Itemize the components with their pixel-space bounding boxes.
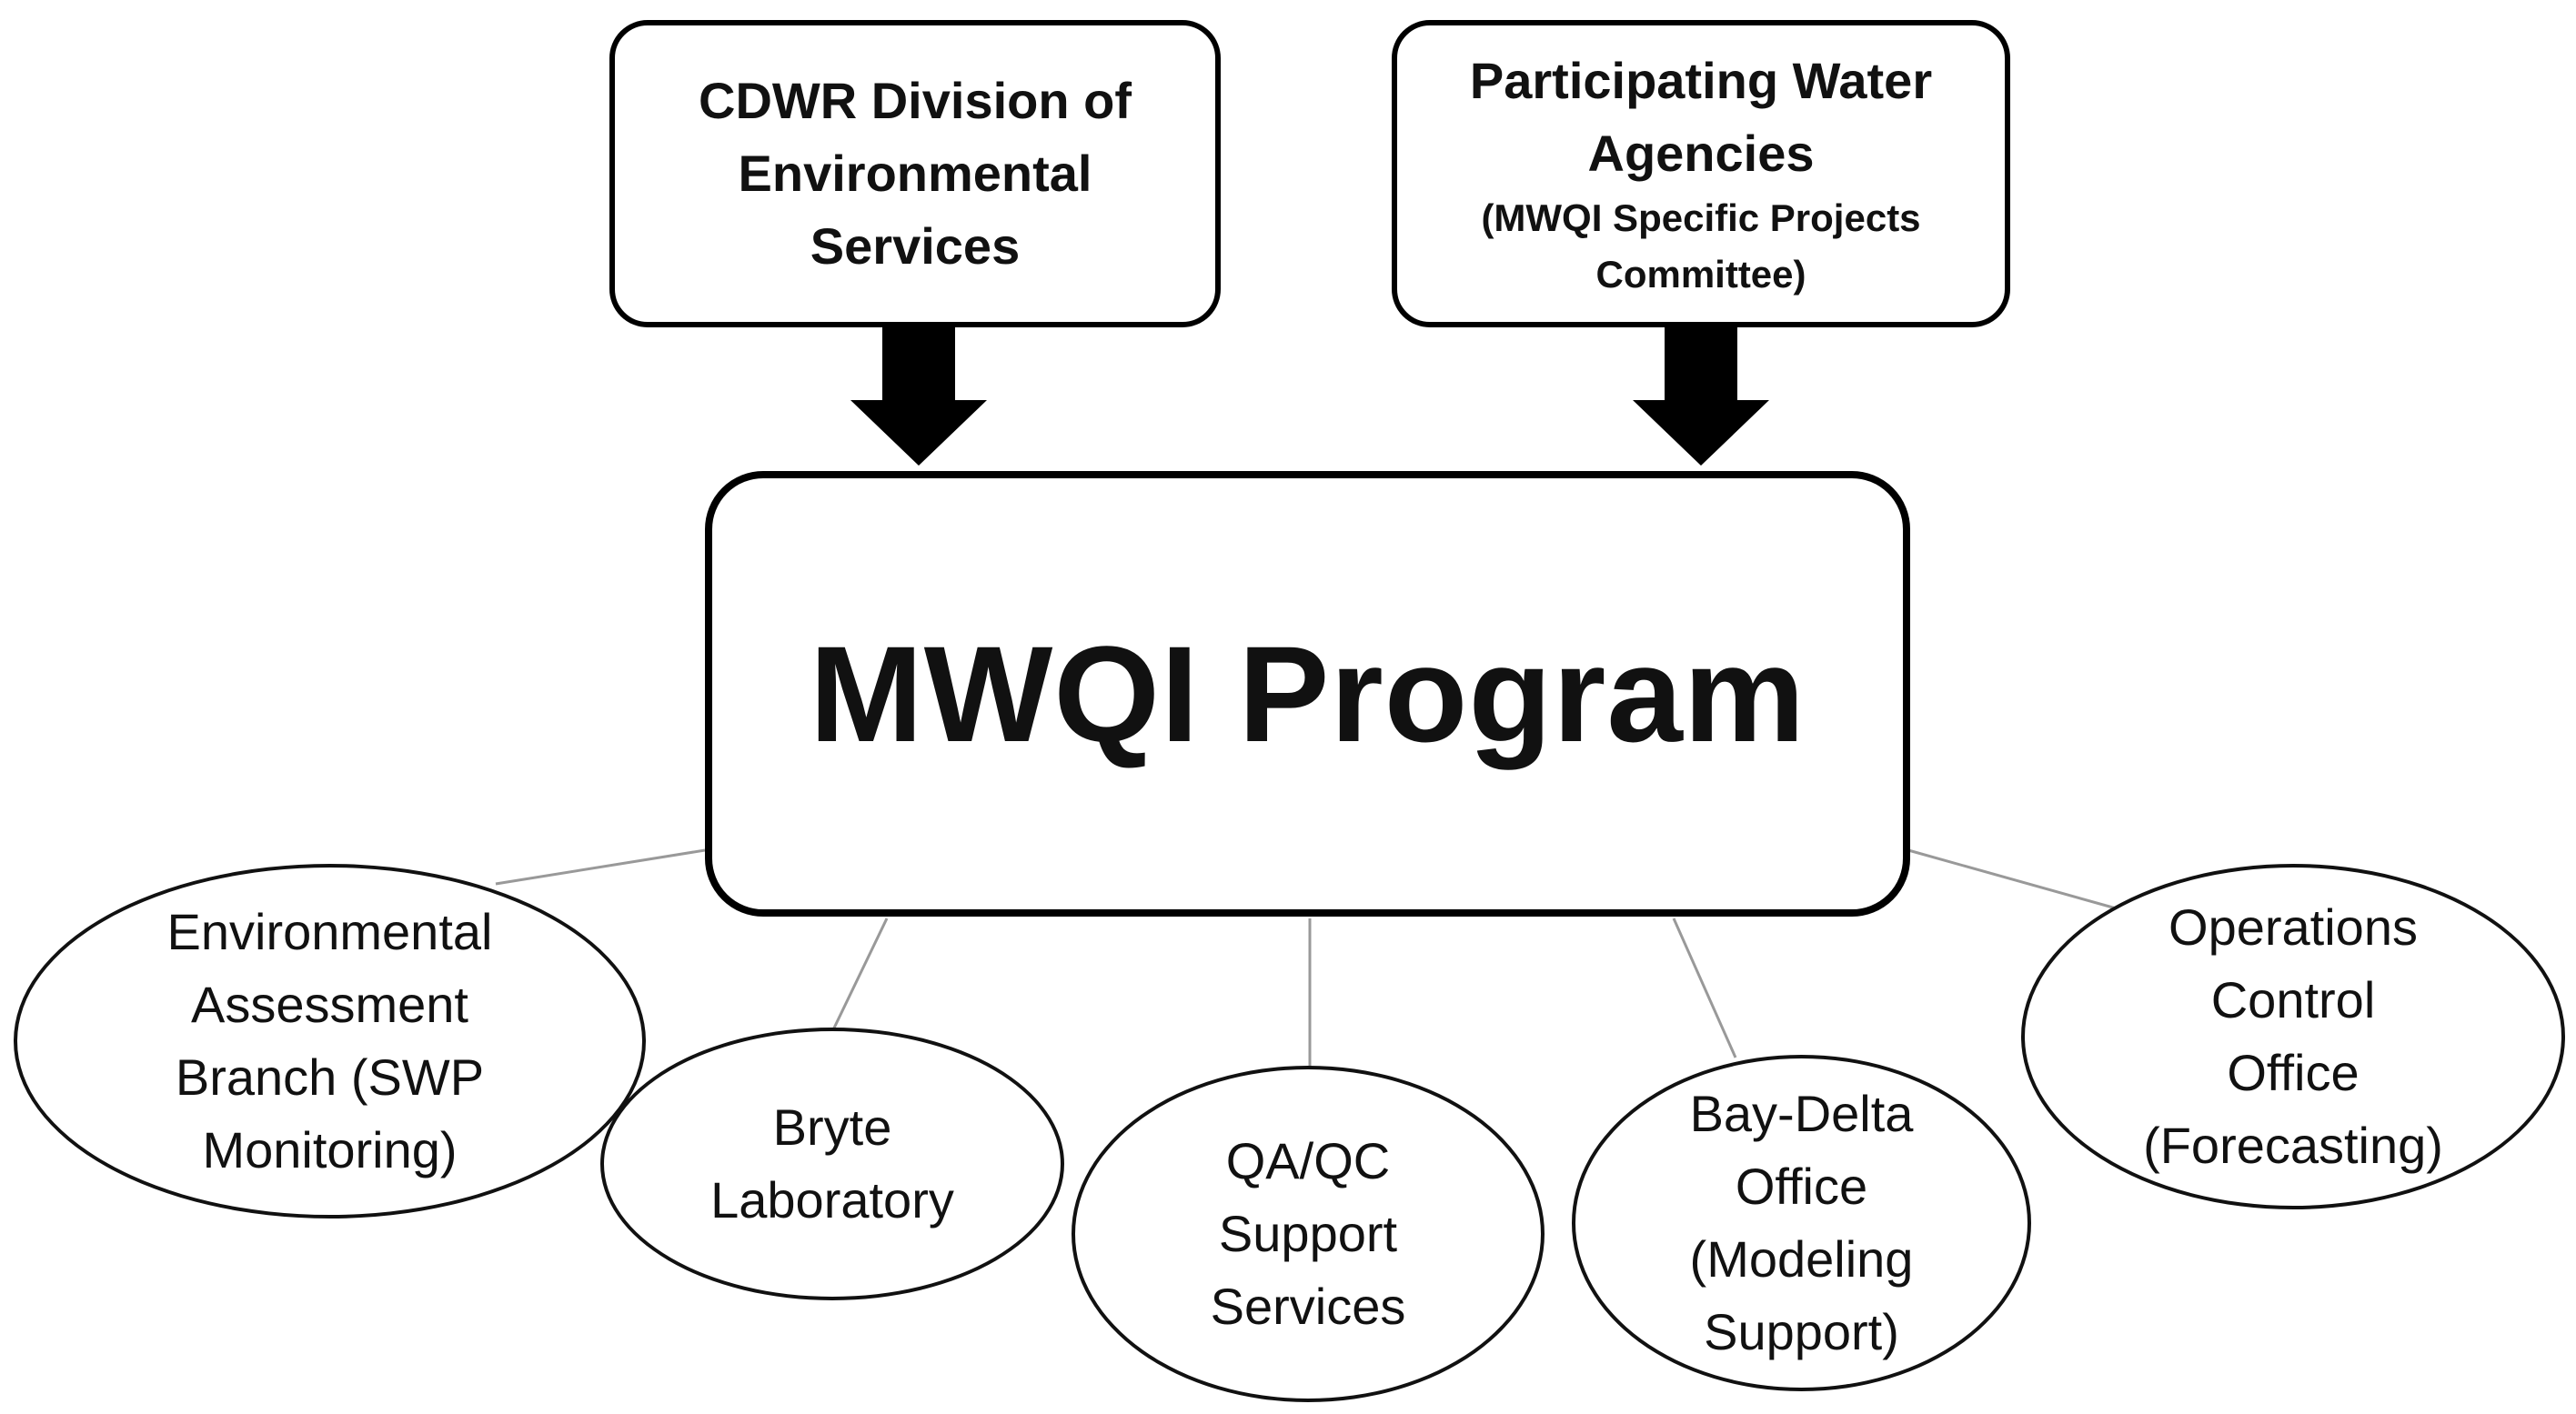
unit-label-line: Services: [1210, 1278, 1406, 1335]
unit-label-line: Support: [1218, 1205, 1398, 1262]
connector-line: [495, 848, 706, 886]
connector-line: [1907, 848, 2120, 911]
source-box-line: Environmental: [738, 145, 1092, 202]
source-box-line: Agencies: [1587, 125, 1815, 182]
unit-label-line: (Forecasting): [2143, 1117, 2443, 1174]
unit-label-line: Office: [1735, 1158, 1868, 1215]
source-box-subline: (MWQI Specific Projects: [1481, 196, 1921, 239]
program-box: MWQI Program: [705, 471, 1910, 917]
source-box-water-agencies: Participating Water Agencies (MWQI Speci…: [1392, 20, 2010, 327]
unit-label-line: Bryte: [772, 1098, 892, 1156]
source-box-line: CDWR Division of: [699, 72, 1132, 129]
unit-label-line: Assessment: [191, 976, 468, 1033]
source-box-line: Participating Water: [1469, 52, 1933, 109]
unit-label-line: Control: [2210, 971, 2376, 1028]
arrow-down-icon: [850, 323, 987, 466]
unit-label-line: Operations: [2168, 898, 2418, 956]
unit-environmental-assessment: Environmental Assessment Branch (SWP Mon…: [14, 864, 646, 1218]
unit-bay-delta-office: Bay-Delta Office (Modeling Support): [1572, 1055, 2031, 1391]
program-title: MWQI Program: [809, 617, 1806, 770]
unit-label-line: Monitoring): [202, 1121, 458, 1178]
connector-line: [826, 918, 889, 1042]
unit-label-line: Office: [2227, 1044, 2360, 1101]
unit-qaqc-support: QA/QC Support Services: [1072, 1066, 1545, 1402]
unit-label-line: Bay-Delta: [1689, 1085, 1914, 1142]
unit-label-line: (Modeling: [1689, 1230, 1914, 1288]
unit-label-line: Support): [1704, 1303, 1899, 1360]
unit-bryte-laboratory: Bryte Laboratory: [600, 1028, 1064, 1300]
unit-label-line: Laboratory: [710, 1171, 954, 1228]
arrow-down-icon: [1633, 323, 1769, 466]
source-box-cdwr: CDWR Division of Environmental Services: [609, 20, 1221, 327]
unit-label-line: Environmental: [166, 903, 493, 960]
unit-operations-control-office: Operations Control Office (Forecasting): [2021, 864, 2565, 1209]
source-box-line: Services: [810, 217, 1021, 275]
unit-label-line: QA/QC: [1225, 1132, 1391, 1189]
unit-label-line: Branch (SWP: [175, 1048, 485, 1106]
source-box-subline: Committee): [1595, 253, 1806, 296]
connector-line: [1672, 918, 1737, 1058]
